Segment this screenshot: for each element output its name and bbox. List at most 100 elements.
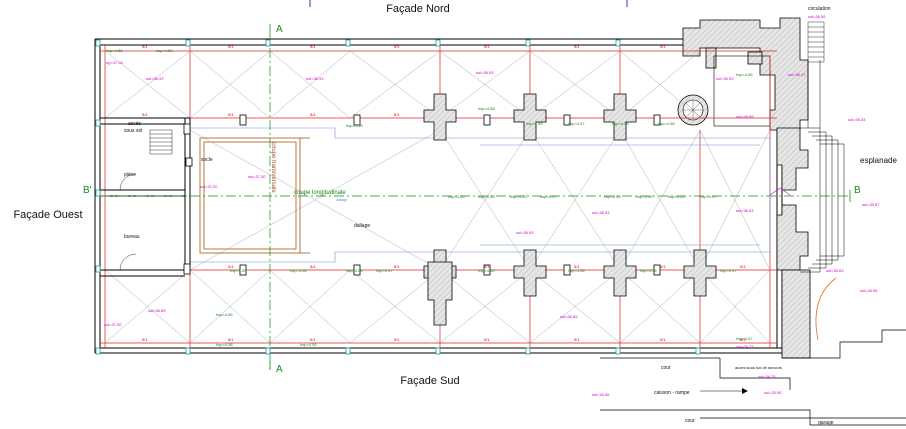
dallage-label-small: dallage bbox=[336, 198, 347, 202]
svg-text:sol=37.30: sol=37.30 bbox=[248, 174, 266, 179]
facade-ouest-label: Façade Ouest bbox=[13, 209, 82, 221]
svg-text:5/1: 5/1 bbox=[394, 264, 400, 269]
coupe-longitudinale-label: coupe longitudinale bbox=[294, 190, 346, 196]
svg-text:5/1: 5/1 bbox=[310, 264, 316, 269]
level-annotations: ng=37.00 sol=36.93 sol=36.93 sol=36.93 s… bbox=[104, 48, 782, 397]
svg-text:hsp=4.57: hsp=4.57 bbox=[720, 268, 737, 273]
facade-sud-label: Façade Sud bbox=[400, 375, 459, 387]
svg-text:sol=36.93: sol=36.93 bbox=[516, 230, 534, 235]
right-level-a: sol=36.37 bbox=[788, 72, 806, 77]
svg-text:sol=34.75: sol=34.75 bbox=[758, 374, 776, 379]
bureau-label: bureau bbox=[124, 234, 140, 240]
svg-text:5/1: 5/1 bbox=[484, 337, 490, 342]
section-a-top: A bbox=[276, 24, 283, 35]
piece-label: pièce bbox=[124, 172, 136, 178]
svg-text:5/1: 5/1 bbox=[660, 44, 666, 49]
piers bbox=[423, 93, 717, 326]
svg-text:sol=36.93: sol=36.93 bbox=[146, 76, 164, 81]
tower-masonry bbox=[682, 17, 809, 131]
svg-text:sol=33.95: sol=33.95 bbox=[764, 390, 782, 395]
svg-text:5/1: 5/1 bbox=[574, 44, 580, 49]
svg-text:5/1: 5/1 bbox=[310, 337, 316, 342]
svg-text:5/1: 5/1 bbox=[740, 337, 746, 342]
svg-text:hsp=4.58: hsp=4.58 bbox=[216, 342, 233, 347]
svg-text:sol=36.93: sol=36.93 bbox=[476, 70, 494, 75]
svg-text:5/1: 5/1 bbox=[228, 112, 234, 117]
svg-text:hsp=4.58: hsp=4.58 bbox=[568, 268, 585, 273]
svg-text:5/1: 5/1 bbox=[740, 264, 746, 269]
svg-text:5/1: 5/1 bbox=[660, 264, 666, 269]
svg-text:sol=36.93: sol=36.93 bbox=[306, 76, 324, 81]
svg-text:5/1: 5/1 bbox=[660, 337, 666, 342]
right-level-d: sol=33.56 bbox=[860, 288, 878, 293]
svg-text:sol=36.93: sol=36.93 bbox=[736, 208, 754, 213]
spiral-staircase bbox=[677, 94, 709, 126]
esplanade-level: sol=35.34 bbox=[848, 117, 866, 122]
svg-text:5/1: 5/1 bbox=[574, 264, 580, 269]
section-b-left: B' bbox=[83, 185, 92, 196]
svg-text:hsp=4.55: hsp=4.55 bbox=[526, 121, 543, 126]
wall-buttresses bbox=[95, 39, 701, 355]
svg-text:hsp=4.58: hsp=4.58 bbox=[156, 48, 173, 53]
right-level-b: sol=35.87 bbox=[862, 202, 880, 207]
door-swings bbox=[119, 173, 137, 271]
svg-text:sol=36.93: sol=36.93 bbox=[592, 210, 610, 215]
socle-rectangle bbox=[199, 137, 310, 254]
svg-text:hsp=4.58: hsp=4.58 bbox=[636, 194, 653, 199]
svg-text:hsp=4.55: hsp=4.55 bbox=[346, 123, 363, 128]
cour-label-2: cour bbox=[685, 418, 695, 424]
svg-text:5/1: 5/1 bbox=[484, 264, 490, 269]
svg-text:5/1: 5/1 bbox=[394, 44, 400, 49]
svg-text:5/1: 5/1 bbox=[228, 44, 234, 49]
svg-text:hsp=4.55: hsp=4.55 bbox=[604, 194, 621, 199]
svg-text:sol=37.20: sol=37.20 bbox=[200, 184, 218, 189]
facade-nord-label: Façade Nord bbox=[386, 3, 450, 15]
esplanade-steps bbox=[800, 60, 845, 273]
svg-text:5/1: 5/1 bbox=[142, 112, 148, 117]
section-b-right: B bbox=[854, 185, 861, 196]
svg-text:hsp=4.57: hsp=4.57 bbox=[736, 336, 753, 341]
svg-text:hsp=4.55: hsp=4.55 bbox=[448, 194, 465, 199]
svg-text:hsp=4.55: hsp=4.55 bbox=[736, 72, 753, 77]
right-level-c: sol=35.63 bbox=[826, 268, 844, 273]
svg-text:hsp=4.57: hsp=4.57 bbox=[568, 121, 585, 126]
svg-text:hsp=4.55: hsp=4.55 bbox=[106, 48, 123, 53]
svg-text:hsp=4.55: hsp=4.55 bbox=[510, 194, 527, 199]
svg-text:5/1: 5/1 bbox=[228, 264, 234, 269]
svg-text:sol=36.93: sol=36.93 bbox=[716, 76, 734, 81]
svg-text:sol=37.00: sol=37.00 bbox=[104, 322, 122, 327]
svg-text:hsp=4.55: hsp=4.55 bbox=[640, 268, 657, 273]
svg-text:hsp=4.55: hsp=4.55 bbox=[668, 194, 685, 199]
svg-text:hsp=4.58: hsp=4.58 bbox=[478, 106, 495, 111]
svg-text:sol=34.73: sol=34.73 bbox=[736, 344, 754, 349]
svg-text:hsp=4.58: hsp=4.58 bbox=[478, 194, 495, 199]
acces-secours-label: accès sous sol de secours bbox=[735, 365, 782, 370]
svg-text:5/1: 5/1 bbox=[142, 44, 148, 49]
sous-sol-label: sous sol bbox=[124, 128, 142, 134]
svg-text:hsp=4.55: hsp=4.55 bbox=[230, 268, 247, 273]
svg-text:5/1: 5/1 bbox=[394, 337, 400, 342]
svg-text:hsp=4.58: hsp=4.58 bbox=[658, 121, 675, 126]
cour-label-1: cour bbox=[661, 365, 671, 371]
svg-text:hsp=4.55: hsp=4.55 bbox=[478, 268, 495, 273]
basement-stair bbox=[149, 129, 173, 155]
svg-text:hsp=4.57: hsp=4.57 bbox=[540, 194, 557, 199]
svg-text:sol=33.96: sol=33.96 bbox=[592, 392, 610, 397]
dimension-marks: 5/1 5/1 5/1 5/1 5/1 5/1 5/1 5/1 5/1 5/1 … bbox=[142, 44, 746, 342]
entrance-arrow bbox=[769, 187, 791, 196]
svg-text:5/1: 5/1 bbox=[484, 44, 490, 49]
svg-text:5/1: 5/1 bbox=[394, 112, 400, 117]
svg-text:hsp=4.55: hsp=4.55 bbox=[346, 268, 363, 273]
socle-label: socle bbox=[201, 157, 213, 163]
svg-text:5/1: 5/1 bbox=[142, 337, 148, 342]
axis-lines bbox=[100, 30, 850, 370]
east-entrance-masonry bbox=[776, 127, 811, 359]
svg-text:hsp=4.55: hsp=4.55 bbox=[216, 312, 233, 317]
acces-label: accès bbox=[128, 121, 142, 127]
coupe-transversale-label: coupe transversale bbox=[270, 142, 276, 193]
svg-text:sol=36.89: sol=36.89 bbox=[736, 114, 754, 119]
circulation-label: circulation bbox=[808, 6, 831, 12]
svg-text:5/1: 5/1 bbox=[310, 44, 316, 49]
svg-text:5/1: 5/1 bbox=[228, 337, 234, 342]
